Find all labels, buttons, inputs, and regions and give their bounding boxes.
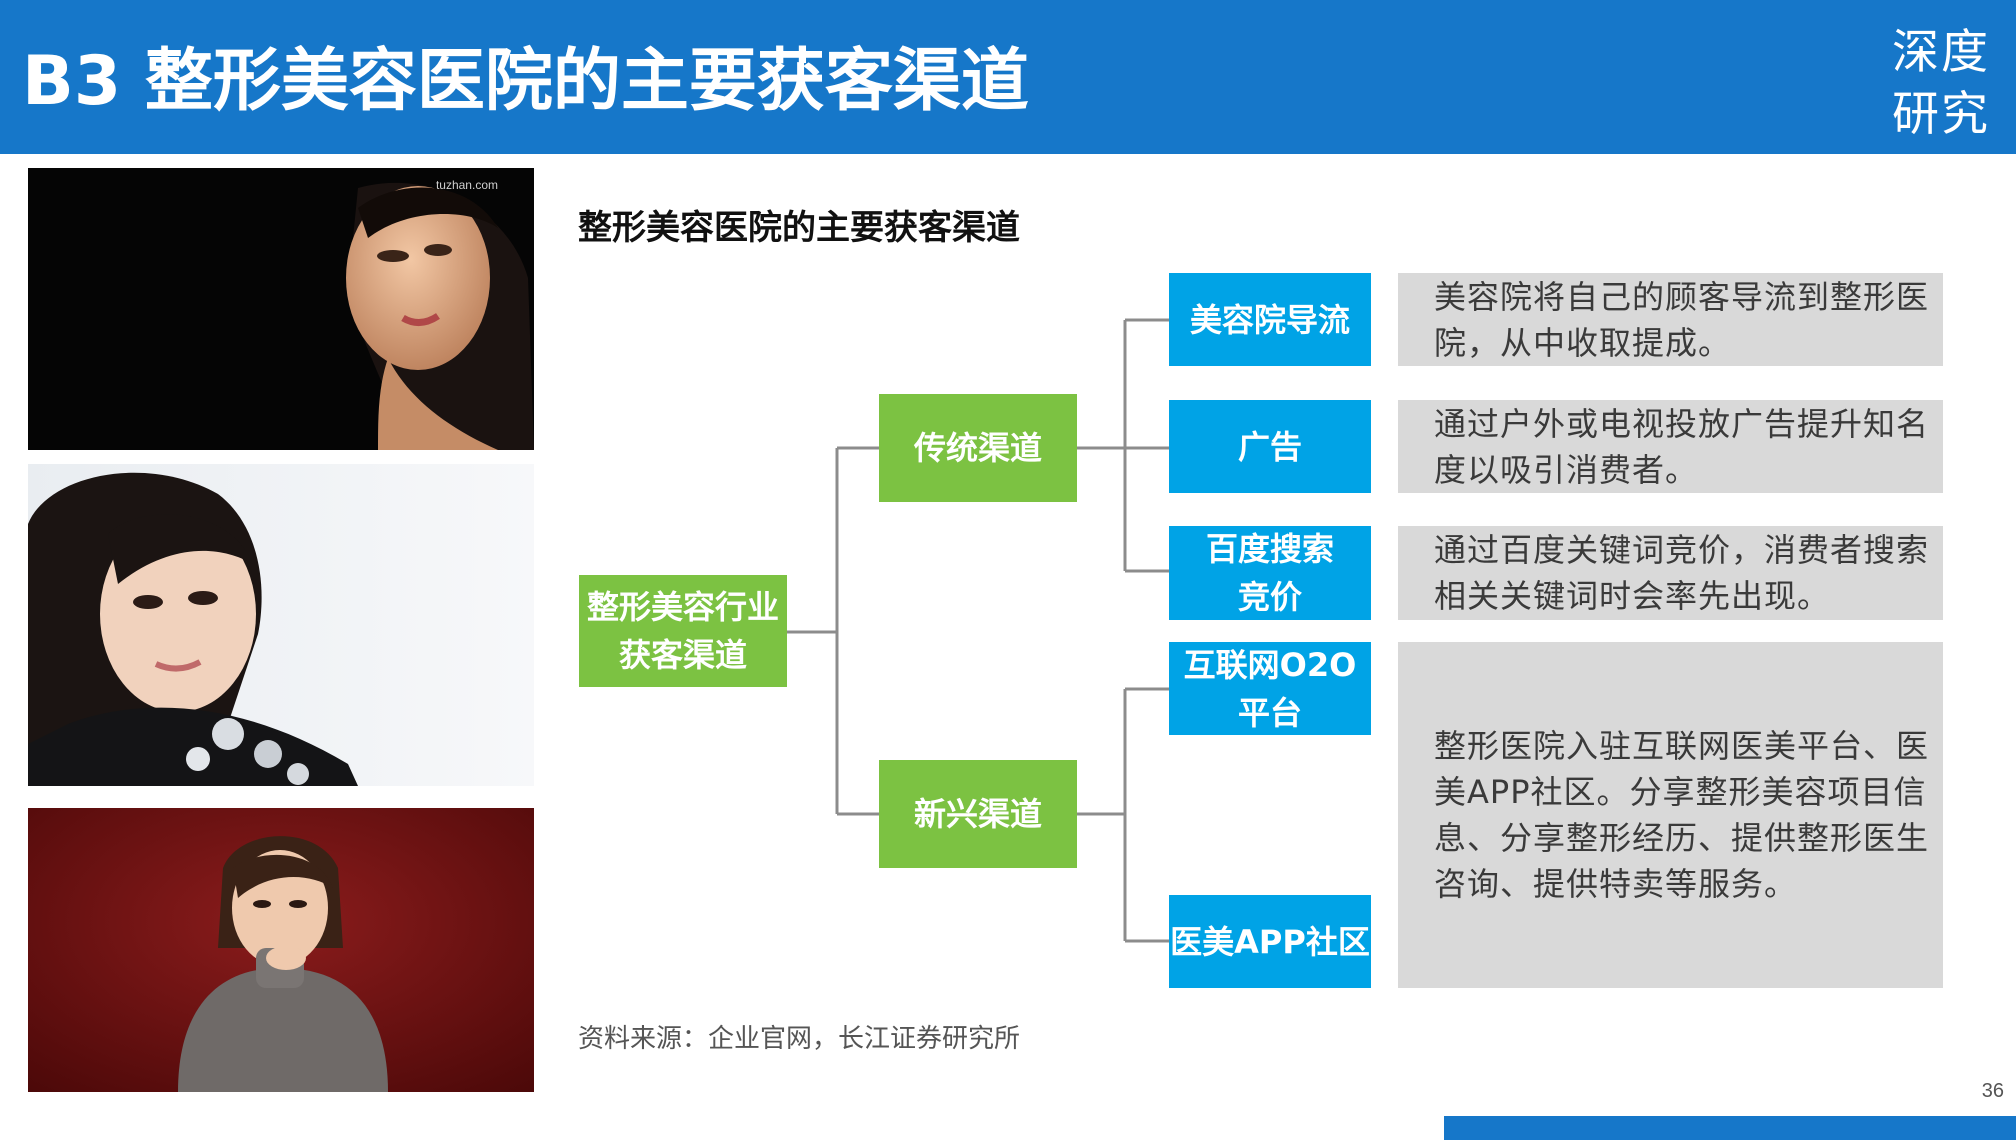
description-beauty-salon-text: 美容院将自己的顾客导流到整形医院，从中收取提成。 — [1434, 277, 1930, 362]
footer-bar — [1444, 1116, 2016, 1140]
page-number: 36 — [1981, 1080, 2004, 1102]
leaf-advertising: 广告 — [1169, 400, 1371, 493]
description-advertising: 通过户外或电视投放广告提升知名度以吸引消费者。 — [1398, 400, 1943, 493]
photo-woman-1: tuzhan.com — [28, 168, 534, 450]
photo-woman-3 — [28, 808, 534, 1092]
leaf-baidu-bidding-line1: 百度搜索 — [1205, 530, 1334, 568]
header-bar — [0, 0, 2016, 154]
branch-traditional-label: 传统渠道 — [913, 429, 1042, 467]
root-node-line1: 整形美容行业 — [586, 588, 779, 626]
description-internet-channels-text: 整形医院入驻互联网医美平台、医美APP社区。分享整形美容项目信息、分享整形经历、… — [1434, 727, 1930, 903]
root-node: 整形美容行业 获客渠道 — [579, 575, 787, 687]
leaf-o2o-platform-line2: 平台 — [1237, 693, 1302, 732]
leaf-o2o-platform: 互联网O2O 平台 — [1169, 642, 1371, 735]
logo-line-top: 深度 — [1892, 25, 1990, 80]
photo-woman-2 — [28, 464, 534, 786]
leaf-o2o-platform-line1: 互联网O2O — [1183, 645, 1357, 684]
leaf-beauty-salon: 美容院导流 — [1169, 273, 1371, 366]
leaf-beauty-salon-line1: 美容院导流 — [1189, 300, 1350, 339]
leaf-advertising-line1: 广告 — [1237, 427, 1302, 466]
root-node-line2: 获客渠道 — [618, 636, 747, 674]
photo-woman-3-image — [28, 808, 534, 1092]
leaf-baidu-bidding-line2: 竞价 — [1237, 578, 1302, 616]
description-internet-channels: 整形医院入驻互联网医美平台、医美APP社区。分享整形美容项目信息、分享整形经历、… — [1398, 642, 1943, 988]
photo-woman-2-image — [28, 464, 534, 786]
source-note: 资料来源：企业官网，长江证券研究所 — [578, 1024, 1021, 1054]
photo-woman-1-image — [28, 168, 534, 450]
branch-emerging-label: 新兴渠道 — [913, 795, 1042, 833]
description-advertising-text: 通过户外或电视投放广告提升知名度以吸引消费者。 — [1434, 404, 1930, 489]
leaf-app-community-line1: 医美APP社区 — [1170, 922, 1370, 961]
logo: 深度 研究 — [1886, 22, 1996, 146]
photo-watermark: tuzhan.com — [435, 178, 498, 192]
description-baidu-bidding: 通过百度关键词竞价，消费者搜索相关关键词时会率先出现。 — [1398, 526, 1943, 620]
page-title: B3 整形美容医院的主要获客渠道 — [22, 42, 1029, 121]
leaf-baidu-bidding: 百度搜索 竞价 — [1169, 526, 1371, 620]
diagram-title: 整形美容医院的主要获客渠道 — [578, 208, 1020, 248]
description-baidu-bidding-text: 通过百度关键词竞价，消费者搜索相关关键词时会率先出现。 — [1434, 531, 1930, 615]
leaf-app-community: 医美APP社区 — [1169, 895, 1371, 988]
branch-traditional: 传统渠道 — [879, 394, 1077, 502]
description-beauty-salon: 美容院将自己的顾客导流到整形医院，从中收取提成。 — [1398, 273, 1943, 366]
logo-line-bottom: 研究 — [1892, 87, 1990, 142]
branch-emerging: 新兴渠道 — [879, 760, 1077, 868]
